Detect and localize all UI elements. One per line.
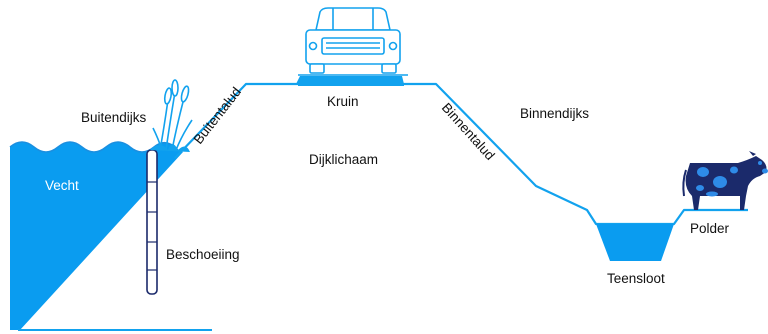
- beschoeiing-post: [146, 149, 158, 295]
- label-polder: Polder: [690, 221, 730, 236]
- label-dijklichaam: Dijklichaam: [309, 152, 378, 167]
- dike-profile-line: [174, 82, 748, 226]
- teensloot-water: [596, 224, 674, 261]
- cow-icon: [682, 151, 768, 210]
- label-buitentalud: Buitentalud: [191, 84, 244, 146]
- label-teensloot: Teensloot: [607, 271, 665, 286]
- label-binnendijks: Binnendijks: [520, 106, 589, 121]
- car-icon: [296, 7, 408, 86]
- reeds-icon: [150, 79, 193, 152]
- label-vecht: Vecht: [45, 178, 79, 193]
- label-binnentalud: Binnentalud: [439, 100, 498, 163]
- label-beschoeiing: Beschoeiing: [166, 247, 240, 262]
- vecht-water: [10, 142, 183, 330]
- label-kruin: Kruin: [327, 94, 359, 109]
- label-buitendijks: Buitendijks: [81, 110, 147, 125]
